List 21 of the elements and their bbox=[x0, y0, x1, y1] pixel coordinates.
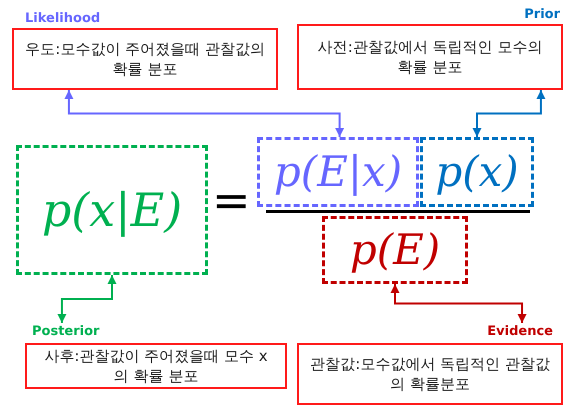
callout-title: Evidence bbox=[487, 323, 553, 341]
dashed-frame bbox=[16, 145, 208, 275]
description-text: 관찰값:모수값에서 독립적인 관찰값 의 확률분포 bbox=[309, 354, 551, 394]
description-text: 우도:모수값이 주어졌을때 관찰값의 확률 분포 bbox=[24, 39, 266, 79]
description-text: 사전:관찰값에서 독립적인 모수의 확률 분포 bbox=[316, 37, 544, 77]
double-arrow bbox=[64, 90, 344, 137]
double-arrow bbox=[390, 284, 527, 323]
dashed-frame bbox=[420, 137, 534, 207]
double-arrow bbox=[472, 90, 546, 137]
formula-term: p(E) bbox=[350, 226, 440, 274]
formula-term: p(E|x) bbox=[274, 148, 402, 196]
equals-sign: = bbox=[212, 177, 251, 223]
formula-term: p(x) bbox=[435, 148, 519, 196]
callout-title: Prior bbox=[524, 6, 560, 24]
dashed-frame bbox=[257, 137, 419, 207]
callout-title: Posterior bbox=[32, 323, 100, 341]
description-text: 사후:관찰값이 주어졌을때 모수 x 의 확률 분포 bbox=[43, 346, 269, 386]
dashed-frame bbox=[322, 216, 468, 284]
callout-title: Likelihood bbox=[25, 10, 100, 28]
formula-term: p(x|E) bbox=[42, 184, 182, 236]
double-arrow bbox=[57, 275, 116, 323]
